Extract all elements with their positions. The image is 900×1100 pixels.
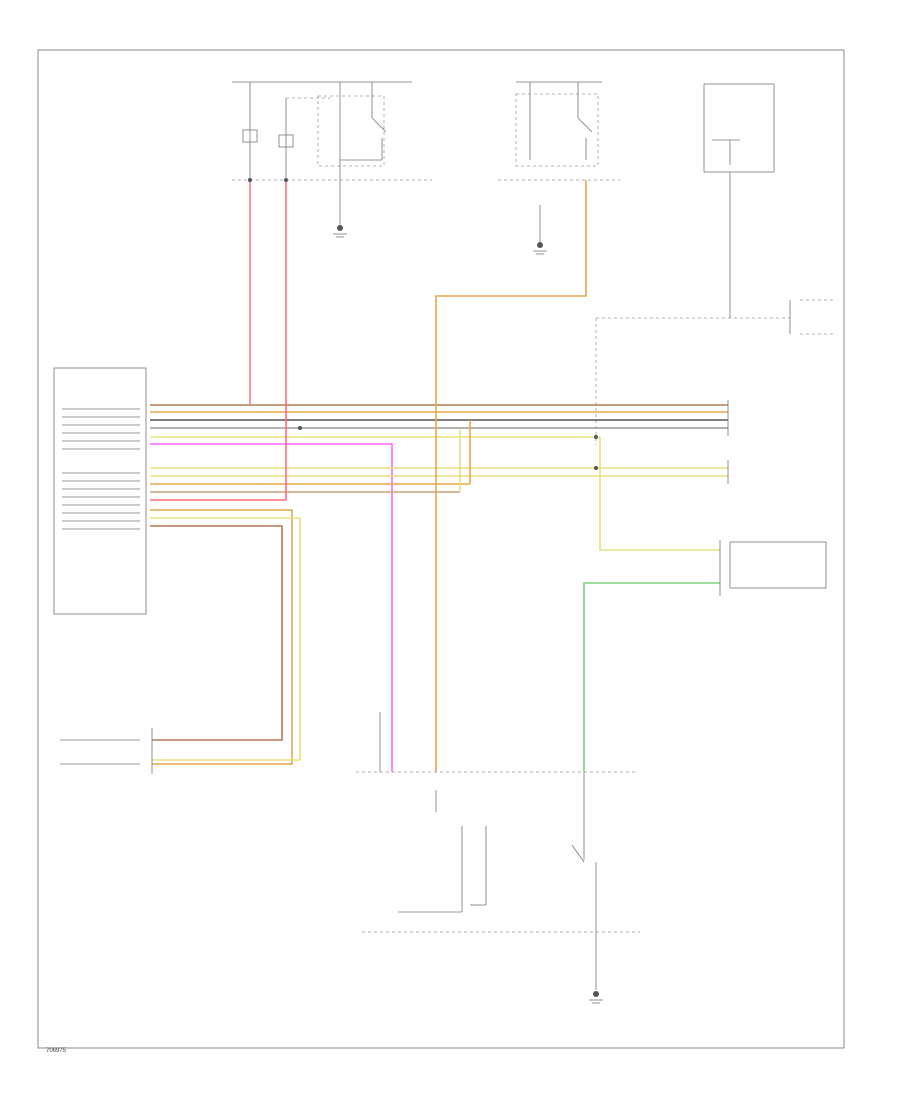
fuse-block-middle: [498, 81, 620, 255]
fuse-feed-wires: [152, 180, 587, 772]
wire-bus: [150, 404, 728, 772]
footer-code: 706975: [46, 1048, 67, 1054]
fuse-block-left: [232, 81, 432, 238]
diagram-border: [37, 49, 845, 1049]
lower-left-connector: [60, 728, 153, 774]
splice-points: [248, 178, 598, 470]
relay-box-right: [595, 83, 836, 445]
tcm-pin-labels: [62, 408, 140, 530]
right-connectors: [583, 400, 827, 772]
tcm-module: [53, 367, 147, 615]
bottom-harness: [356, 712, 640, 1004]
